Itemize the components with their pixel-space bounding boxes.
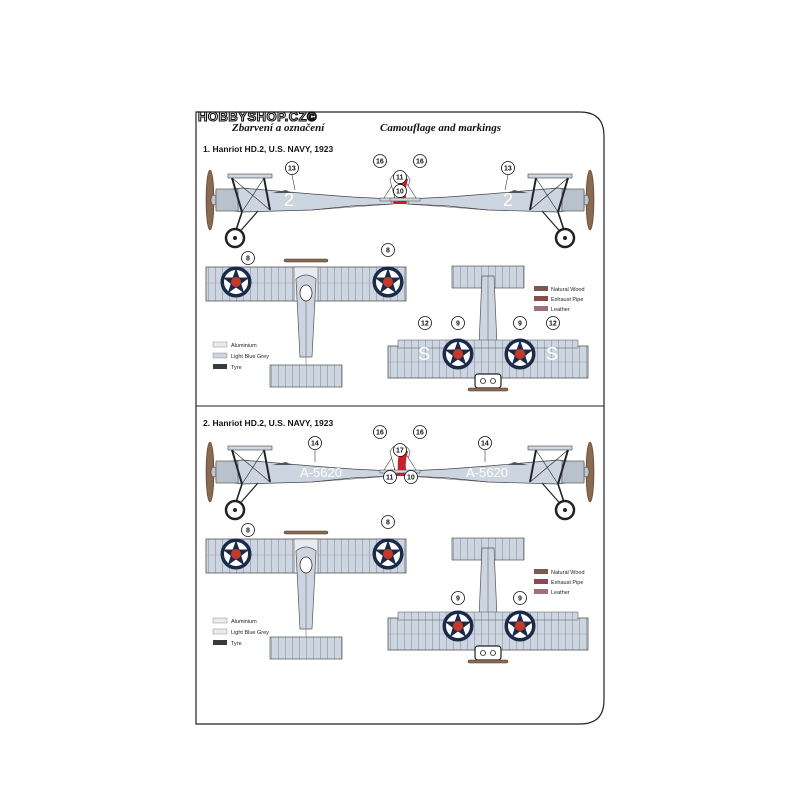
callout-16-left: 16	[373, 154, 387, 168]
callout-14-right: 14	[478, 436, 492, 450]
svg-text:14: 14	[311, 441, 319, 448]
scheme-title: 1. Hanriot HD.2, U.S. NAVY, 1923	[203, 144, 333, 154]
svg-text:8: 8	[386, 248, 390, 255]
callout-9-right: 9	[513, 316, 527, 330]
svg-text:17: 17	[396, 448, 404, 455]
svg-text:13: 13	[288, 166, 296, 173]
svg-text:S: S	[546, 344, 558, 364]
scheme-title: 2. Hanriot HD.2, U.S. NAVY, 1923	[203, 418, 333, 428]
svg-text:9: 9	[518, 321, 522, 328]
header-title-english: Camouflage and markings	[380, 122, 501, 134]
fuselage-code: 2	[284, 190, 294, 210]
callout-10: 10	[404, 470, 418, 484]
svg-text:16: 16	[416, 159, 424, 166]
svg-text:Natural Wood: Natural Wood	[551, 570, 585, 576]
callout-17: 17	[393, 443, 407, 457]
svg-text:Leather: Leather	[551, 590, 570, 596]
svg-text:Light Blue Grey: Light Blue Grey	[231, 630, 269, 636]
svg-text:16: 16	[376, 159, 384, 166]
svg-text:8: 8	[386, 520, 390, 527]
svg-text:13: 13	[504, 166, 512, 173]
svg-text:9: 9	[456, 321, 460, 328]
scheme-2: 2. Hanriot HD.2, U.S. NAVY, 1923 A-5620 …	[203, 418, 596, 664]
callout-13-right: 13	[501, 161, 515, 175]
svg-text:Natural Wood: Natural Wood	[551, 287, 585, 293]
fuselage-code: A-5620	[300, 465, 342, 480]
svg-text:S: S	[418, 344, 430, 364]
callout-16-right: 16	[413, 425, 427, 439]
legend-right: Natural Wood Exhaust Pipe Leather	[534, 569, 585, 596]
callout-8-left: 8	[241, 523, 255, 537]
svg-text:8: 8	[246, 256, 250, 263]
svg-text:Leather: Leather	[551, 307, 570, 313]
svg-text:Tyre: Tyre	[231, 365, 242, 371]
watermark-text: HOBBYSHOP.CZ©	[198, 109, 317, 124]
svg-text:10: 10	[396, 189, 404, 196]
legend-right: Natural Wood Exhaust Pipe Leather	[534, 286, 585, 313]
svg-text:9: 9	[456, 596, 460, 603]
header-title-czech: Zbarvení a označení	[231, 122, 325, 134]
svg-text:10: 10	[407, 475, 415, 482]
fuselage-code-right: A-5620	[466, 465, 508, 480]
svg-text:9: 9	[518, 596, 522, 603]
callout-8-left: 8	[241, 251, 255, 265]
callout-9-right: 9	[513, 591, 527, 605]
callout-11: 11	[393, 170, 407, 184]
callout-14-left: 14	[308, 436, 322, 450]
side-view-left: 2	[204, 168, 412, 249]
callout-12-left: 12	[418, 316, 432, 330]
callout-16-left: 16	[373, 425, 387, 439]
legend-left: Aluminium Light Blue Grey Tyre	[212, 341, 269, 371]
svg-text:14: 14	[481, 441, 489, 448]
fuselage-code-right: 2	[503, 190, 513, 210]
side-view-left: A-5620	[204, 440, 412, 521]
svg-text:12: 12	[549, 321, 557, 328]
callout-10: 10	[393, 184, 407, 198]
callout-16-right: 16	[413, 154, 427, 168]
svg-text:12: 12	[421, 321, 429, 328]
callout-9-left: 9	[451, 591, 465, 605]
scheme-1: 1. Hanriot HD.2, U.S. NAVY, 1923 2 2 13 …	[203, 144, 596, 392]
legend-left: Aluminium Light Blue Grey Tyre	[212, 617, 269, 647]
svg-text:16: 16	[376, 430, 384, 437]
svg-text:Exhaust Pipe: Exhaust Pipe	[551, 297, 583, 303]
svg-text:Aluminium: Aluminium	[231, 619, 257, 625]
plan-view-lower: S S	[387, 265, 589, 392]
svg-text:Tyre: Tyre	[231, 641, 242, 647]
callout-12-right: 12	[546, 316, 560, 330]
callout-8-right: 8	[381, 515, 395, 529]
svg-text:Exhaust Pipe: Exhaust Pipe	[551, 580, 583, 586]
callout-11: 11	[383, 470, 397, 484]
callout-8-right: 8	[381, 243, 395, 257]
svg-text:Aluminium: Aluminium	[231, 343, 257, 349]
svg-text:8: 8	[246, 528, 250, 535]
callout-9-left: 9	[451, 316, 465, 330]
svg-text:11: 11	[396, 175, 404, 182]
svg-text:Light Blue Grey: Light Blue Grey	[231, 354, 269, 360]
callout-13-left: 13	[285, 161, 299, 175]
svg-text:11: 11	[386, 475, 394, 482]
svg-text:16: 16	[416, 430, 424, 437]
